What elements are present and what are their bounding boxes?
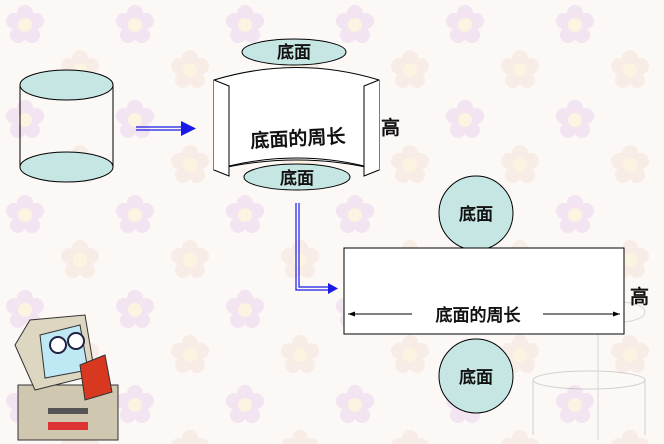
circumference-label: 底面的周长 (436, 305, 522, 326)
cylinder (19, 69, 114, 183)
base-label: 底面 (277, 42, 311, 63)
down-right-arrow-icon (295, 203, 338, 294)
base-label: 底面 (459, 204, 493, 225)
height-label: 高 (381, 116, 400, 139)
unrolling-cylinder (213, 67, 380, 177)
circumference-arrow (348, 311, 620, 317)
base-label: 底面 (459, 367, 493, 388)
top-base-ellipse: 底面 (241, 38, 347, 66)
bottom-base-circle: 底面 (438, 338, 514, 414)
lateral-rectangle (343, 247, 625, 335)
top-base-circle: 底面 (438, 175, 514, 251)
right-arrow-icon (136, 121, 196, 136)
base-label: 底面 (280, 168, 314, 189)
bottom-base-ellipse: 底面 (243, 163, 351, 191)
computer-reading-mascot-icon (14, 314, 119, 441)
height-label: 高 (630, 285, 649, 308)
circumference-label: 底面的周长 (250, 124, 347, 152)
